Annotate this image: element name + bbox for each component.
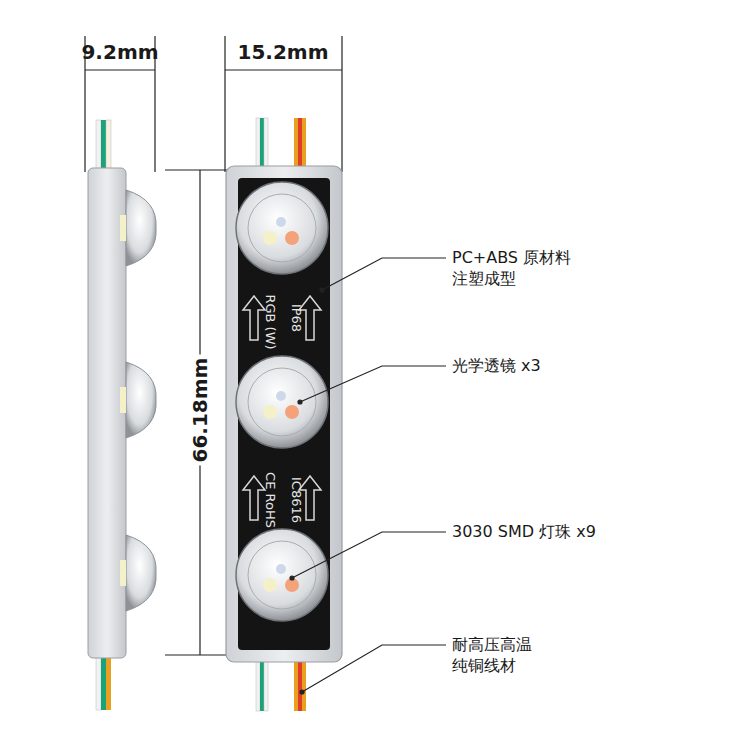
- printed-marking: IP68: [287, 304, 305, 332]
- printed-marking: IC8616: [287, 477, 305, 523]
- printed-marking: RGB (W): [261, 294, 279, 349]
- callout-label: 3030 SMD 灯珠 x9: [452, 521, 692, 543]
- printed-marking: CE RoHS: [261, 472, 279, 528]
- front-view: [226, 166, 342, 662]
- dimension-label: 66.18mm: [187, 355, 214, 466]
- side-view: [88, 168, 156, 658]
- callout-label: 光学透镜 x3: [452, 355, 652, 377]
- dimension-label: 15.2mm: [237, 39, 328, 66]
- callout-label: PC+ABS 原材料 注塑成型: [452, 247, 587, 290]
- callout-label: 耐高压高温 纯铜线材: [452, 634, 552, 677]
- dimension-label: 9.2mm: [81, 39, 158, 66]
- leader-lines: [290, 258, 446, 694]
